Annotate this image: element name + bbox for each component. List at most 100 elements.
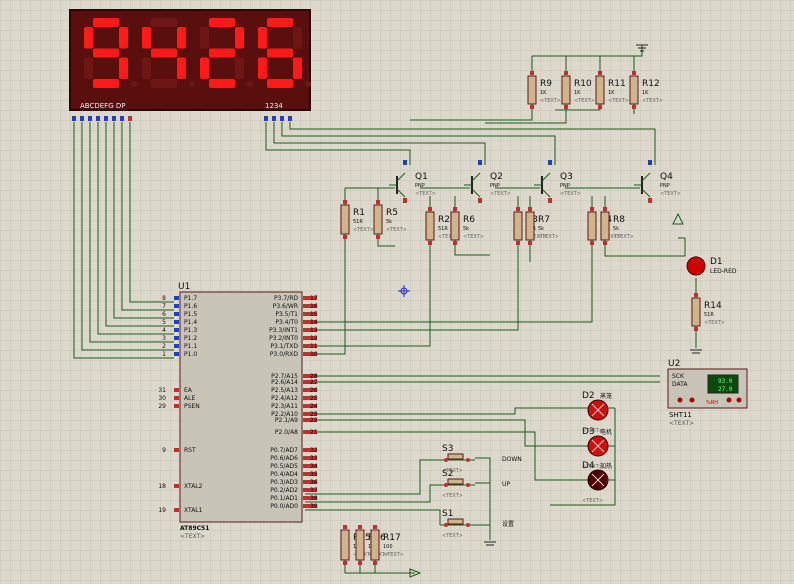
display-pin[interactable] (128, 116, 132, 121)
mcu-pin-marker (174, 388, 179, 392)
segment-c (119, 57, 128, 79)
transistor-emitter (641, 188, 651, 198)
display-pin[interactable] (264, 116, 268, 121)
display-pin[interactable] (88, 116, 92, 121)
display-pin[interactable] (272, 116, 276, 121)
mcu-pin-number: 25 (310, 395, 318, 402)
display-pin[interactable] (80, 116, 84, 121)
mcu-pin-number: 24 (310, 403, 318, 410)
resistor-text: <TEXT> (704, 320, 725, 326)
display-pin[interactable] (288, 116, 292, 121)
display-pin[interactable] (120, 116, 124, 121)
resistors: R91K<TEXT>R101K<TEXT>R111K<TEXT>R121K<TE… (340, 71, 725, 565)
sensor-button-icon[interactable] (689, 397, 695, 403)
mcu-pin-number: 23 (310, 411, 318, 418)
display-pin[interactable] (72, 116, 76, 121)
mcu-pin-name: P0.1/AD1 (270, 495, 298, 502)
mcu-pin-name: P0.6/AD6 (270, 455, 298, 462)
segment-b (119, 27, 128, 49)
mcu-pin-name: P3.3/INT1 (269, 327, 298, 334)
sensor-button-icon[interactable] (726, 397, 732, 403)
mcu-pin-number: 39 (310, 503, 318, 510)
display-pin[interactable] (96, 116, 100, 121)
led-d1[interactable]: D1 LED-RED (686, 256, 737, 276)
resistor-pin (528, 241, 532, 245)
mcu-pin-number: 37 (310, 487, 318, 494)
display-pin[interactable] (104, 116, 108, 121)
display-pin[interactable] (112, 116, 116, 121)
switch-actuator (447, 478, 464, 485)
seven-segment-display[interactable]: ABCDEFG DP 1234 (69, 9, 311, 121)
sensor-u2[interactable]: U2 93.0 27.0 SCK DATA %RH SHT11 <TEXT> (667, 359, 748, 427)
sensor-button-icon[interactable] (736, 397, 742, 403)
display-pin[interactable] (280, 116, 284, 121)
mcu-pin-marker (174, 508, 179, 512)
mcu-pin-name: P1.5 (184, 311, 197, 318)
mcu-pin-number: 8 (162, 295, 166, 302)
sensor-button-icon[interactable] (677, 397, 683, 403)
